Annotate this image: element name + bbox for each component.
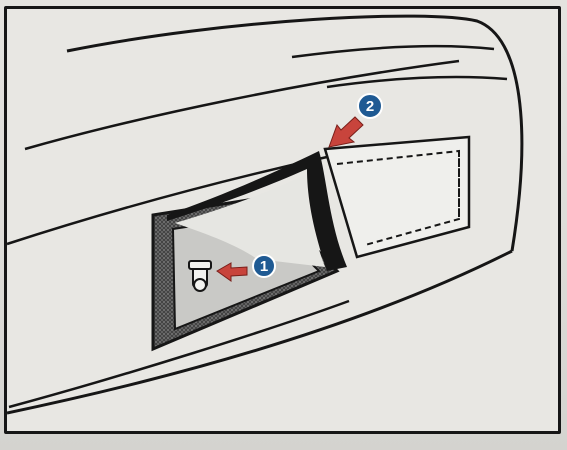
surface-line-2	[327, 77, 507, 87]
cover-removal-illustration: 1 2	[7, 9, 558, 431]
figure-frame: 1 2	[4, 6, 561, 434]
callout-number-2: 2	[366, 98, 374, 115]
surface-line-3	[25, 61, 459, 149]
callout-badge-2: 2	[358, 94, 382, 118]
compartment-cover-flap	[325, 137, 469, 257]
callout-number-1: 1	[260, 258, 268, 275]
arrow-down-left-icon	[329, 117, 363, 147]
callout-badge-1: 1	[253, 255, 275, 277]
surface-line-1	[292, 46, 494, 57]
